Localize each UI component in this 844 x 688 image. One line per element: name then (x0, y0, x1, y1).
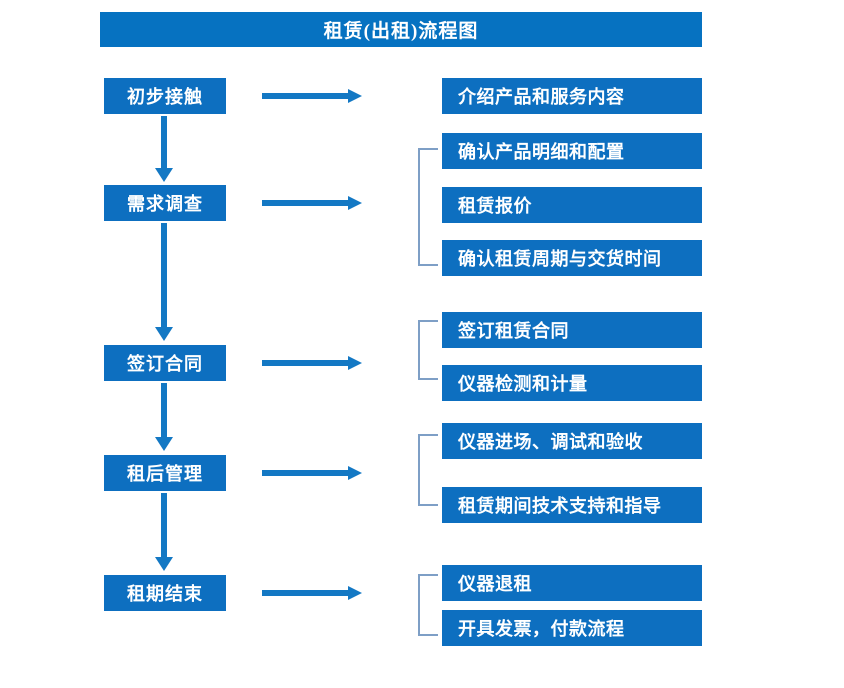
task-box-2-1[interactable]: 确认产品明细和配置 (442, 133, 702, 169)
down-arrow-icon-4 (152, 493, 176, 573)
task-box-5-1[interactable]: 仪器退租 (442, 565, 702, 601)
task-box-4-1[interactable]: 仪器进场、调试和验收 (442, 423, 702, 459)
right-arrow-icon-1 (262, 89, 364, 103)
stage-box-4[interactable]: 租后管理 (104, 455, 226, 491)
group-bracket-5 (418, 574, 438, 636)
task-box-3-2[interactable]: 仪器检测和计量 (442, 365, 702, 401)
down-arrow-icon-3 (152, 383, 176, 453)
task-box-2-3[interactable]: 确认租赁周期与交货时间 (442, 240, 702, 276)
group-bracket-2 (418, 148, 438, 266)
right-arrow-icon-5 (262, 586, 364, 600)
task-box-4-2[interactable]: 租赁期间技术支持和指导 (442, 487, 702, 523)
stage-box-5[interactable]: 租期结束 (104, 575, 226, 611)
stage-box-3[interactable]: 签订合同 (104, 345, 226, 381)
down-arrow-icon-1 (152, 116, 176, 184)
right-arrow-icon-3 (262, 356, 364, 370)
group-bracket-4 (418, 434, 438, 506)
right-arrow-icon-2 (262, 196, 364, 210)
stage-box-1[interactable]: 初步接触 (104, 78, 226, 114)
stage-box-2[interactable]: 需求调查 (104, 185, 226, 221)
task-box-2-2[interactable]: 租赁报价 (442, 187, 702, 223)
page-title: 租赁(出租)流程图 (100, 12, 702, 47)
right-arrow-icon-4 (262, 466, 364, 480)
task-box-3-1[interactable]: 签订租赁合同 (442, 312, 702, 348)
task-box-1-1[interactable]: 介绍产品和服务内容 (442, 78, 702, 114)
task-box-5-2[interactable]: 开具发票，付款流程 (442, 610, 702, 646)
down-arrow-icon-2 (152, 223, 176, 343)
group-bracket-3 (418, 320, 438, 380)
